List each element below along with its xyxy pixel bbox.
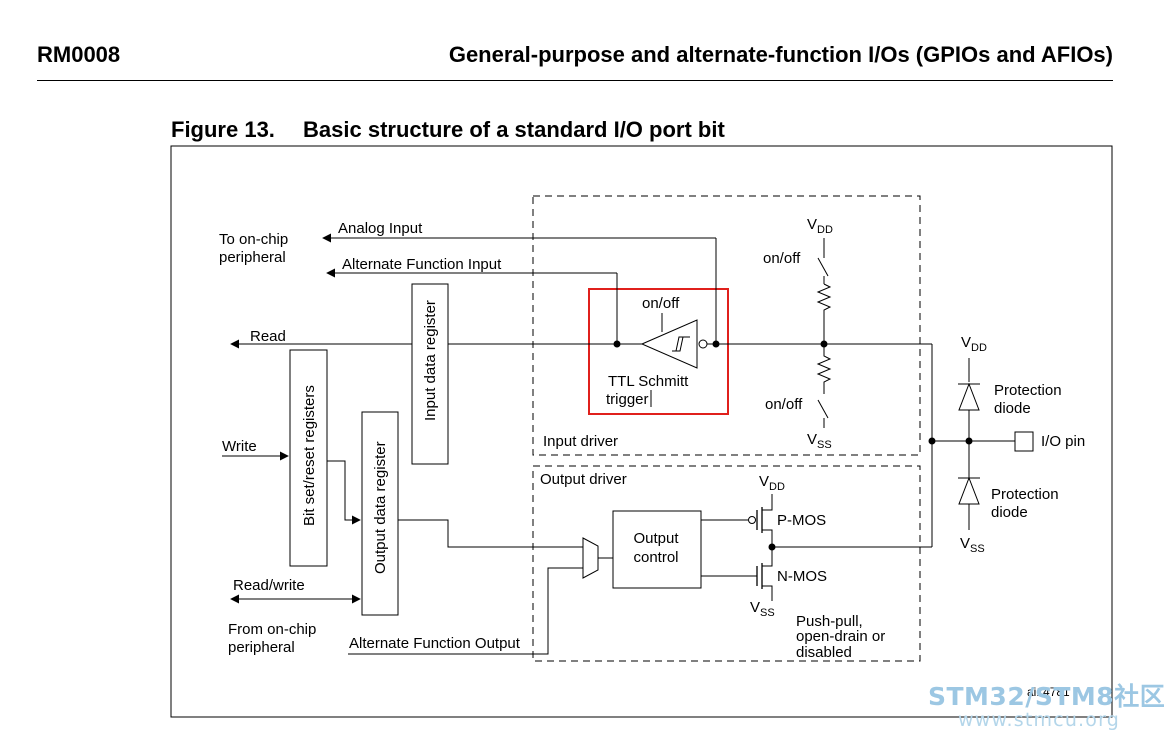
bit-set-reset-registers-box — [289, 349, 328, 567]
analog-junction — [712, 340, 720, 348]
input-data-register-label: Input data register — [422, 300, 439, 421]
to-on-chip-label-1: To on-chip — [219, 231, 288, 248]
schmitt-highlight-box — [588, 288, 729, 415]
output-data-register-box — [361, 411, 399, 616]
protection-top-label-2: diode — [994, 400, 1031, 417]
vss-pulldown-label: VSS — [807, 431, 832, 451]
output-driver-box — [532, 465, 921, 662]
input-driver-label: Input driver — [543, 433, 618, 450]
push-pull-label-2: open-drain or — [796, 628, 885, 645]
nmos-label: N-MOS — [777, 568, 827, 585]
section-title: General-purpose and alternate-function I… — [448, 42, 1113, 67]
protection-top-label-1: Protection — [994, 382, 1062, 399]
pmos-drain — [762, 529, 773, 547]
vdd-pmos-label: VDD — [759, 473, 785, 493]
input-driver-box — [532, 195, 921, 456]
io-pin-pad — [1014, 431, 1034, 452]
protection-diode-top-icon — [958, 382, 980, 411]
vss-protection-label: VSS — [960, 535, 985, 555]
figure-frame — [170, 145, 1113, 718]
write-label: Write — [222, 438, 257, 455]
bit-set-reset-registers-label: Bit set/reset registers — [301, 385, 318, 526]
pullup-switch-icon — [817, 257, 829, 277]
watermark: STM32/STM8社区 www.stmcu.org — [928, 677, 1166, 731]
protection-bottom-label-1: Protection — [991, 486, 1059, 503]
diode-junction — [965, 437, 973, 445]
from-on-chip-label-2: peripheral — [228, 639, 295, 656]
pullup-resistor-icon — [816, 283, 832, 344]
figure-id-label: ai14781 — [1027, 685, 1070, 699]
read-label: Read — [250, 328, 286, 345]
mos-junction — [768, 543, 776, 551]
to-on-chip-label-2: peripheral — [219, 249, 286, 266]
protection-diode-bottom-icon — [958, 476, 980, 505]
inverter-bubble — [698, 339, 708, 349]
alt-function-output-line — [348, 567, 583, 655]
nmos-source — [762, 585, 773, 601]
output-mux-icon — [582, 537, 599, 579]
figure-caption: Basic structure of a standard I/O port b… — [303, 117, 725, 142]
header-rule — [37, 80, 1113, 81]
output-control-box — [612, 510, 702, 589]
vdd-pullup-label: VDD — [807, 216, 833, 236]
pulldown-switch-icon — [817, 399, 829, 419]
alt-function-output-label: Alternate Function Output — [349, 635, 521, 652]
alt-function-input-label: Alternate Function Input — [342, 256, 502, 273]
nmos-drain — [762, 547, 773, 567]
pad-junction — [928, 437, 936, 445]
alt-input-junction — [613, 340, 621, 348]
push-pull-label-1: Push-pull, — [796, 613, 863, 630]
pullup-on-off-label: on/off — [763, 250, 801, 267]
figure-title: Figure 13. Basic structure of a standard… — [171, 117, 725, 143]
watermark-main: STM32/STM8社区 — [928, 682, 1166, 711]
pulldown-on-off-label: on/off — [765, 396, 803, 413]
pmos-label: P-MOS — [777, 512, 826, 529]
analog-input-label: Analog Input — [338, 220, 423, 237]
from-on-chip-label-1: From on-chip — [228, 621, 316, 638]
pulldown-resistor-icon — [816, 344, 832, 394]
input-data-register-box — [411, 283, 449, 465]
push-pull-label-3: disabled — [796, 644, 852, 661]
watermark-url: www.stmcu.org — [958, 709, 1121, 731]
protection-bottom-label-2: diode — [991, 504, 1028, 521]
odr-to-mux-line — [398, 519, 583, 548]
read-write-label: Read/write — [233, 577, 305, 594]
output-data-register-label: Output data register — [372, 441, 389, 574]
hysteresis-icon — [672, 336, 690, 352]
bsrr-to-odr-arrow — [327, 460, 361, 525]
vdd-protection-label: VDD — [961, 334, 987, 354]
output-control-label-2: control — [633, 549, 678, 566]
figure-number: Figure 13. — [171, 117, 275, 142]
ttl-schmitt-label-2: trigger — [606, 391, 649, 408]
output-driver-label: Output driver — [540, 471, 627, 488]
io-pin-label: I/O pin — [1041, 433, 1085, 450]
pmos-source — [762, 494, 773, 511]
schmitt-on-off-label: on/off — [642, 295, 680, 312]
ttl-schmitt-label-1: TTL Schmitt — [608, 373, 689, 390]
vss-nmos-label: VSS — [750, 599, 775, 619]
document-id: RM0008 — [37, 42, 121, 67]
pmos-gate-bubble — [748, 516, 756, 524]
output-control-label-1: Output — [633, 530, 679, 547]
schmitt-trigger-symbol — [640, 319, 698, 369]
